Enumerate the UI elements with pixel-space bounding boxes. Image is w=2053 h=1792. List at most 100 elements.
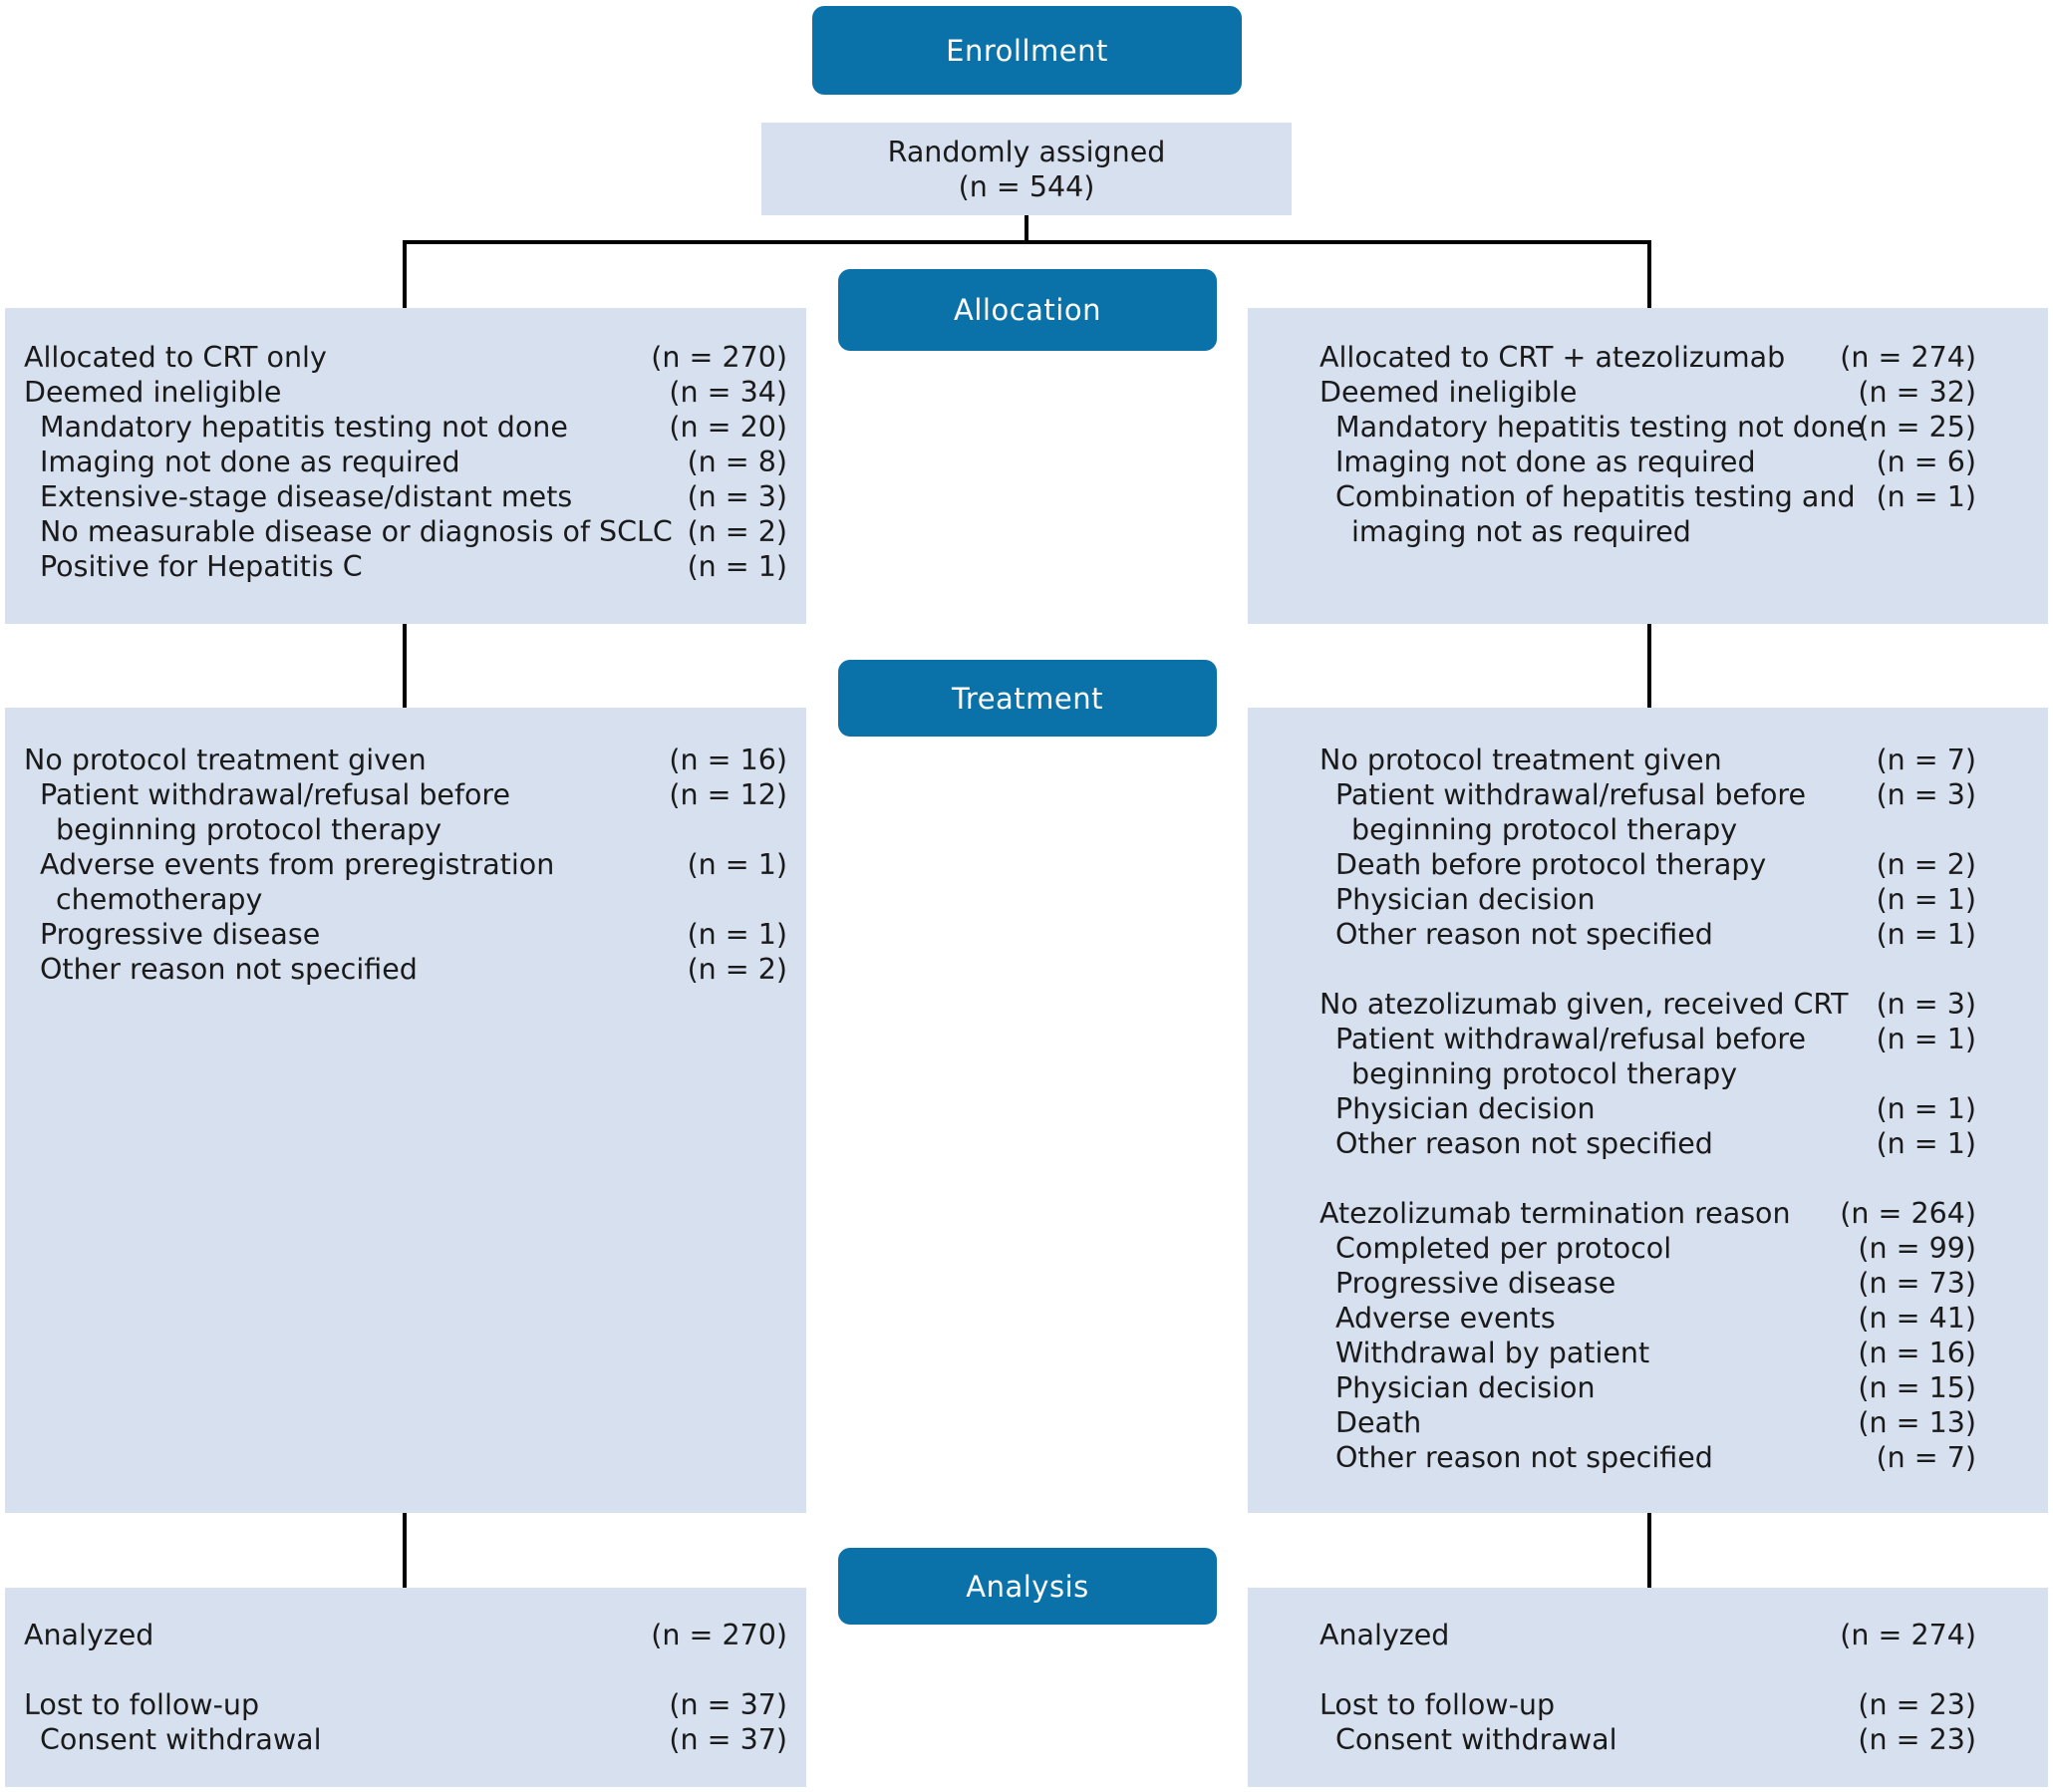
- list-item-label: Deemed ineligible: [1320, 376, 1578, 409]
- list-item-label: Other reason not specified: [1335, 918, 1713, 951]
- list-item-label: beginning protocol therapy: [1351, 1057, 1738, 1090]
- list-item-label: Patient withdrawal/refusal before: [40, 778, 511, 811]
- list-item: beginning protocol therapy: [24, 812, 787, 847]
- list-item: Deemed ineligible (n = 32): [1320, 375, 1976, 410]
- list-item: Atezolizumab termination reason(n = 264): [1320, 1196, 1976, 1231]
- analysis-panel-crt-atezolizumab: Analyzed (n = 274) Lost to follow-up (n = 2…: [1248, 1588, 2048, 1787]
- list-item-label: Combination of hepatitis testing and: [1335, 480, 1856, 513]
- list-item-label: No protocol treatment given: [1320, 744, 1722, 776]
- list-item-label: Physician decision: [1335, 1092, 1596, 1125]
- list-item: No measurable disease or diagnosis of SC…: [24, 514, 787, 549]
- list-item-count: (n = 6): [1876, 446, 1976, 478]
- list-item-label: Allocated to CRT + atezolizumab: [1320, 341, 1786, 374]
- list-item-count: (n = 270): [651, 1619, 787, 1651]
- list-item: Patient withdrawal/refusal before (n = 1): [1320, 1022, 1976, 1056]
- list-item: [24, 1652, 787, 1687]
- list-item-label: Lost to follow-up: [1320, 1688, 1556, 1721]
- list-item-label: Death before protocol therapy: [1335, 848, 1767, 881]
- list-item: Adverse events(n = 41): [1320, 1301, 1976, 1336]
- list-item: [1320, 952, 1976, 987]
- list-item: beginning protocol therapy: [1320, 1056, 1976, 1091]
- list-item-count: (n = 7): [1876, 744, 1976, 776]
- list-item-count: (n = 7): [1876, 1441, 1976, 1474]
- list-item-count: (n = 1): [1876, 480, 1976, 513]
- analysis-panel-crt-only: Analyzed (n = 270) Lost to follow-up(n = 3…: [5, 1588, 806, 1787]
- randomized-label: Randomly assigned: [887, 135, 1166, 168]
- list-item: chemotherapy: [24, 882, 787, 917]
- list-item-count: (n = 274): [1840, 341, 1976, 374]
- list-item: Progressive disease(n = 73): [1320, 1266, 1976, 1301]
- list-item-label: Patient withdrawal/refusal before: [1335, 1023, 1807, 1055]
- randomized-count: (n = 544): [958, 169, 1095, 203]
- list-item-label: Other reason not specified: [40, 953, 418, 986]
- list-item-count: (n = 37): [669, 1688, 787, 1721]
- list-item-count: (n = 41): [1858, 1302, 1976, 1335]
- list-item-label: Extensive-stage disease/distant mets: [40, 480, 573, 513]
- list-item-count: (n = 2): [687, 515, 787, 548]
- list-item: Extensive-stage disease/distant mets (n =…: [24, 479, 787, 514]
- list-item: [1320, 1652, 1976, 1687]
- list-item-count: (n = 264): [1840, 1197, 1976, 1230]
- list-item-count: (n = 1): [1876, 1127, 1976, 1160]
- list-item: Patient withdrawal/refusal before (n = 12…: [24, 777, 787, 812]
- list-item-count: (n = 34): [669, 376, 787, 409]
- connector-horizontal-split: [403, 240, 1651, 244]
- list-item-label: Deemed ineligible: [24, 376, 282, 409]
- list-item: No protocol treatment given (n = 7): [1320, 743, 1976, 777]
- connector-right-alloc-to-treatment: [1647, 624, 1651, 708]
- list-item-label: Allocated to CRT only: [24, 341, 327, 374]
- treatment-panel-crt-only: No protocol treatment given(n = 16)Patie…: [5, 708, 806, 1513]
- list-item-count: (n = 1): [1876, 1092, 1976, 1125]
- list-item-label: Progressive disease: [1335, 1267, 1616, 1300]
- list-item-label: Analyzed: [24, 1619, 154, 1651]
- list-item: Combination of hepatitis testing and (n =…: [1320, 479, 1976, 514]
- list-item-label: Consent withdrawal: [1335, 1723, 1617, 1756]
- list-item: Physician decision(n = 15): [1320, 1370, 1976, 1405]
- list-item-label: Imaging not done as required: [1335, 446, 1756, 478]
- list-item-label: imaging not as required: [1351, 515, 1691, 548]
- list-item-count: (n = 3): [1876, 988, 1976, 1021]
- list-item: Physician decision (n = 1): [1320, 1091, 1976, 1126]
- list-item: Deemed ineligible (n = 34): [24, 375, 787, 410]
- list-item: Progressive disease(n = 1): [24, 917, 787, 952]
- list-item-label: Physician decision: [1335, 883, 1596, 916]
- list-item: Lost to follow-up(n = 37): [24, 1687, 787, 1722]
- list-item: imaging not as required: [1320, 514, 1976, 549]
- list-item-count: (n = 15): [1858, 1371, 1976, 1404]
- list-item-label: Analyzed: [1320, 1619, 1450, 1651]
- list-item-count: (n = 3): [687, 480, 787, 513]
- list-item-label: Other reason not specified: [1335, 1127, 1713, 1160]
- list-item-label: beginning protocol therapy: [56, 813, 442, 846]
- list-item-label: Progressive disease: [40, 918, 321, 951]
- list-item: Death before protocol therapy (n = 2): [1320, 847, 1976, 882]
- list-item-count: (n = 2): [687, 953, 787, 986]
- list-item: Mandatory hepatitis testing not done(n =…: [1320, 410, 1976, 445]
- list-item-count: (n = 1): [1876, 883, 1976, 916]
- stage-label-allocation: Allocation: [838, 269, 1217, 351]
- connector-left-treatment-to-analysis: [403, 1513, 407, 1588]
- list-item: Imaging not done as required(n = 8): [24, 445, 787, 479]
- list-item-count: (n = 270): [651, 341, 787, 374]
- list-item-label: Other reason not specified: [1335, 1441, 1713, 1474]
- list-item: Positive for Hepatitis C(n = 1): [24, 549, 787, 584]
- list-item-count: (n = 1): [687, 848, 787, 881]
- list-item-count: (n = 274): [1840, 1619, 1976, 1651]
- list-item-label: Adverse events from preregistration: [40, 848, 555, 881]
- list-item: No atezolizumab given, received CRT(n = …: [1320, 987, 1976, 1022]
- stage-label-analysis: Analysis: [838, 1548, 1217, 1625]
- stage-label-treatment: Treatment: [838, 660, 1217, 737]
- list-item-count: (n = 23): [1858, 1723, 1976, 1756]
- randomized-box: Randomly assigned (n = 544): [761, 123, 1292, 215]
- treatment-panel-crt-atezolizumab: No protocol treatment given (n = 7) Patien…: [1248, 708, 2048, 1513]
- list-item-count: (n = 2): [1876, 848, 1976, 881]
- list-item-count: (n = 12): [669, 778, 787, 811]
- list-item-count: (n = 1): [1876, 1023, 1976, 1055]
- list-item: Withdrawal by patient(n = 16): [1320, 1336, 1976, 1370]
- list-item: Adverse events from preregistration (n = …: [24, 847, 787, 882]
- list-item: Mandatory hepatitis testing not done(n =…: [24, 410, 787, 445]
- list-item-label: Positive for Hepatitis C: [40, 550, 363, 583]
- list-item: Other reason not specified(n = 1): [1320, 917, 1976, 952]
- list-item-count: (n = 32): [1858, 376, 1976, 409]
- list-item-label: Death: [1335, 1406, 1422, 1439]
